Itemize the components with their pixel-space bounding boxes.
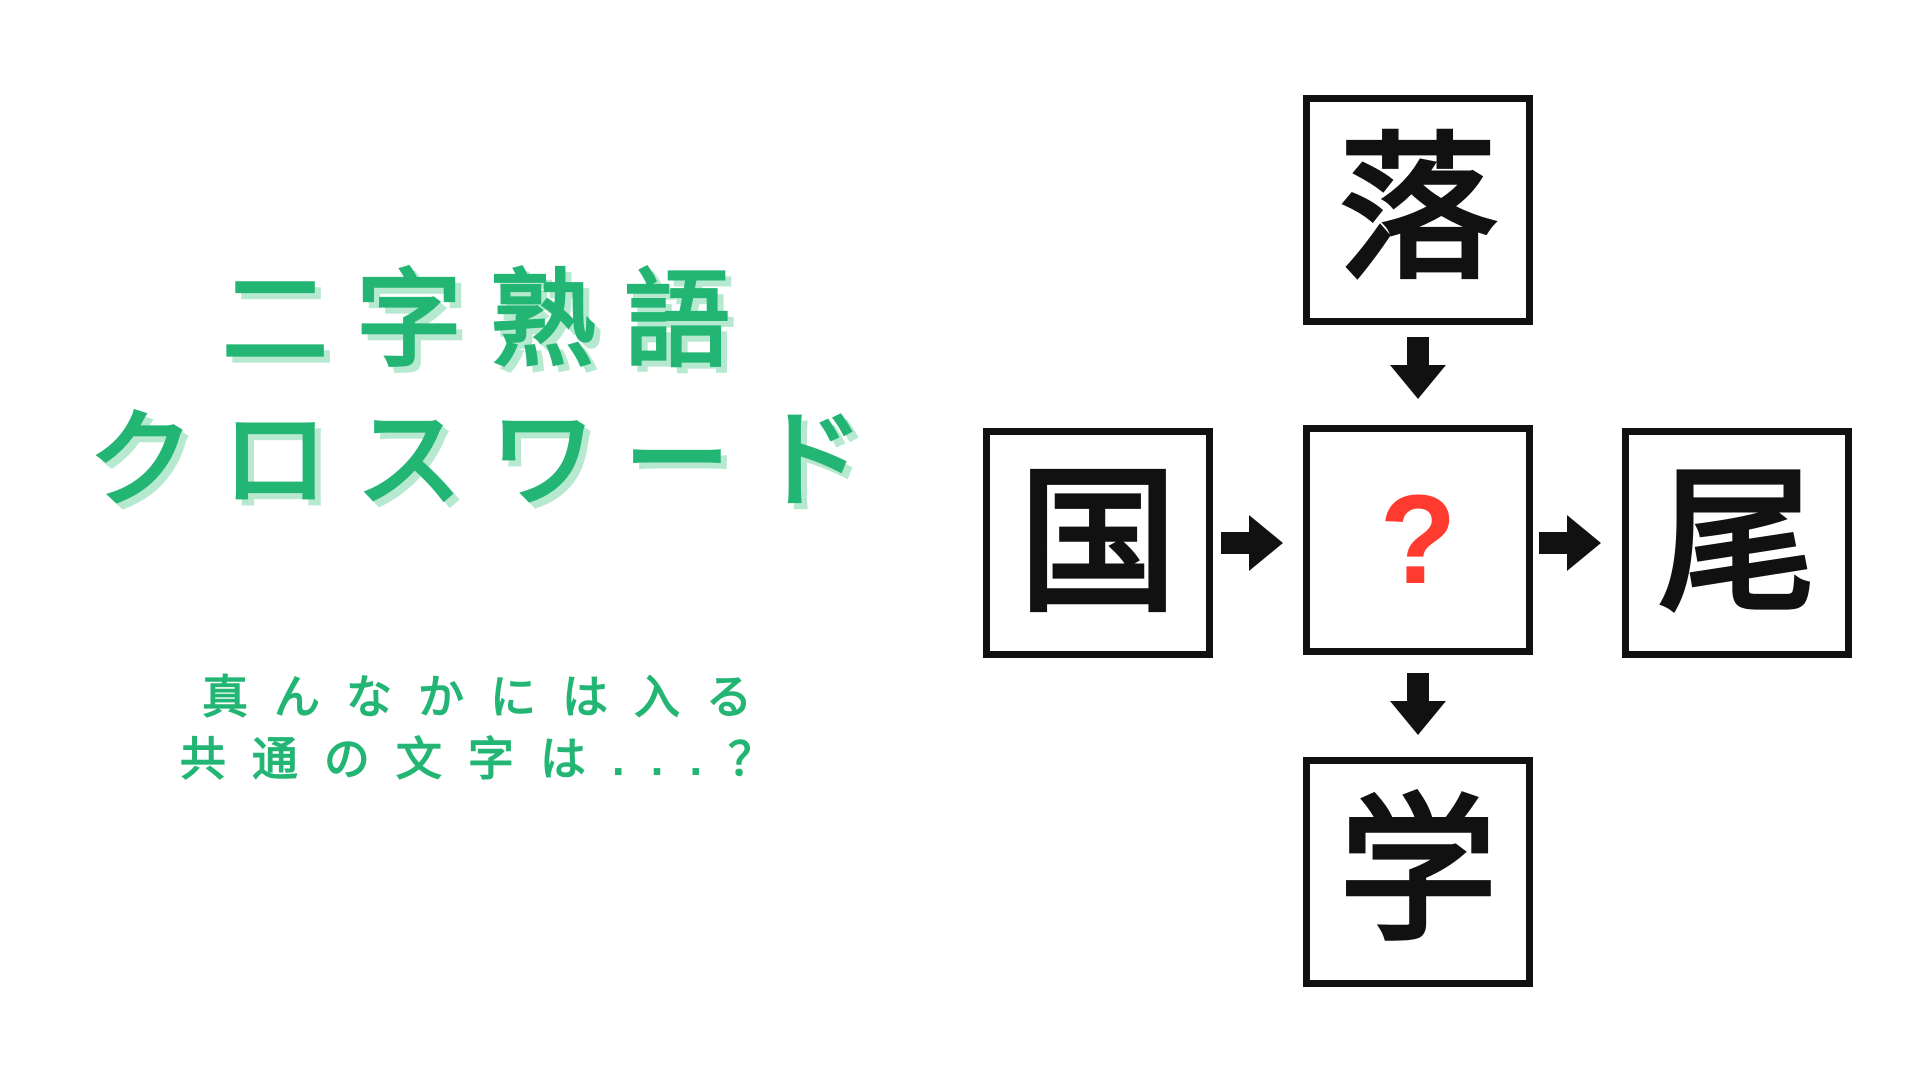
kanji-top: 落 bbox=[1339, 122, 1497, 298]
arrow-down-icon bbox=[1390, 337, 1446, 399]
subtitle-line-2: 共通の文字は...？ bbox=[179, 733, 801, 786]
puzzle-box-left: 国 bbox=[983, 428, 1213, 658]
arrow-down-icon bbox=[1390, 673, 1446, 735]
subtitle-line-1: 真んなかには入る bbox=[202, 671, 778, 723]
page-title: 二字熟語 クロスワード bbox=[20, 252, 960, 532]
arrow-right-icon bbox=[1539, 515, 1601, 571]
puzzle-box-bottom: 学 bbox=[1303, 757, 1533, 987]
question-mark: ? bbox=[1379, 469, 1457, 610]
kanji-left: 国 bbox=[1019, 455, 1177, 631]
page-subtitle: 真んなかには入る 共通の文字は...？ bbox=[20, 666, 960, 790]
kanji-right: 尾 bbox=[1658, 455, 1816, 631]
arrow-right-icon bbox=[1221, 515, 1283, 571]
puzzle-box-right: 尾 bbox=[1622, 428, 1852, 658]
puzzle-box-top: 落 bbox=[1303, 95, 1533, 325]
title-line-1: 二字熟語 bbox=[222, 262, 758, 380]
puzzle-box-center: ? bbox=[1303, 425, 1533, 655]
title-line-2: クロスワード bbox=[88, 401, 892, 520]
kanji-bottom: 学 bbox=[1339, 784, 1497, 960]
